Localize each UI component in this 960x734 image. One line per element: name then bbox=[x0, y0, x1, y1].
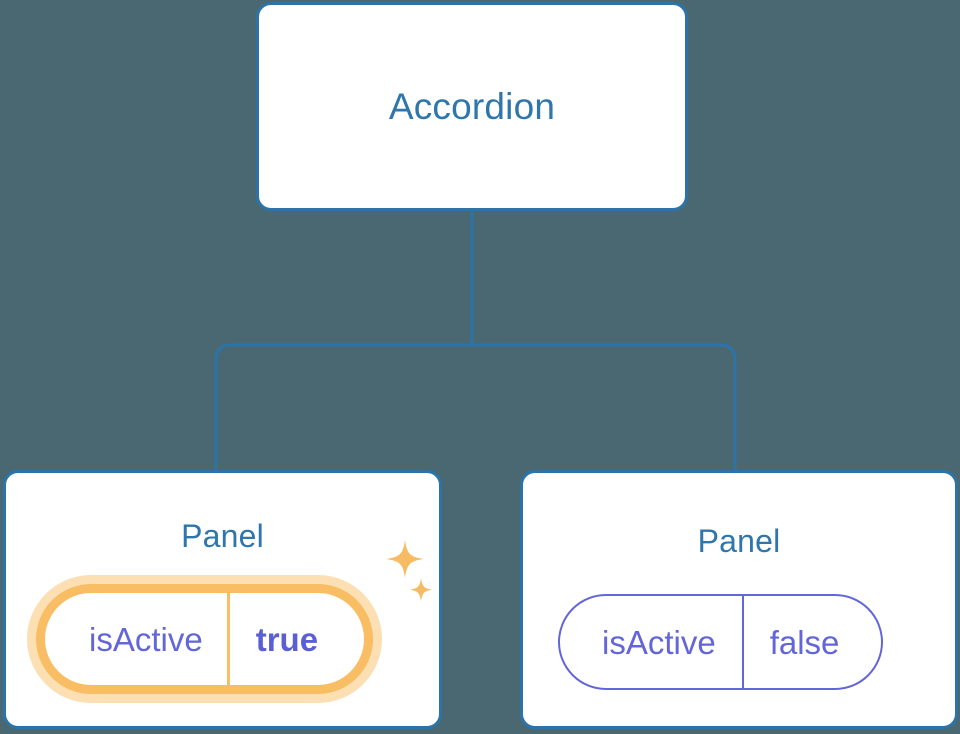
prop-pill-body: isActive true bbox=[36, 584, 374, 694]
prop-pill-isactive-false[interactable]: isActive false bbox=[558, 594, 884, 690]
node-panel-active-title: Panel bbox=[181, 518, 264, 554]
prop-pill-isactive-true[interactable]: isActive true bbox=[36, 584, 374, 694]
node-panel-active[interactable]: Panel isActive true bbox=[3, 470, 442, 729]
connector-branch-bar bbox=[214, 343, 737, 470]
prop-pill-body: isActive false bbox=[558, 594, 884, 690]
prop-key: isActive bbox=[602, 623, 716, 661]
prop-value: false bbox=[741, 596, 882, 688]
prop-key: isActive bbox=[89, 620, 203, 658]
prop-value: true bbox=[226, 593, 364, 685]
node-panel-inactive[interactable]: Panel isActive false bbox=[520, 470, 958, 729]
node-accordion[interactable]: Accordion bbox=[256, 2, 688, 211]
node-panel-inactive-title: Panel bbox=[697, 523, 781, 559]
node-accordion-title: Accordion bbox=[388, 86, 556, 127]
